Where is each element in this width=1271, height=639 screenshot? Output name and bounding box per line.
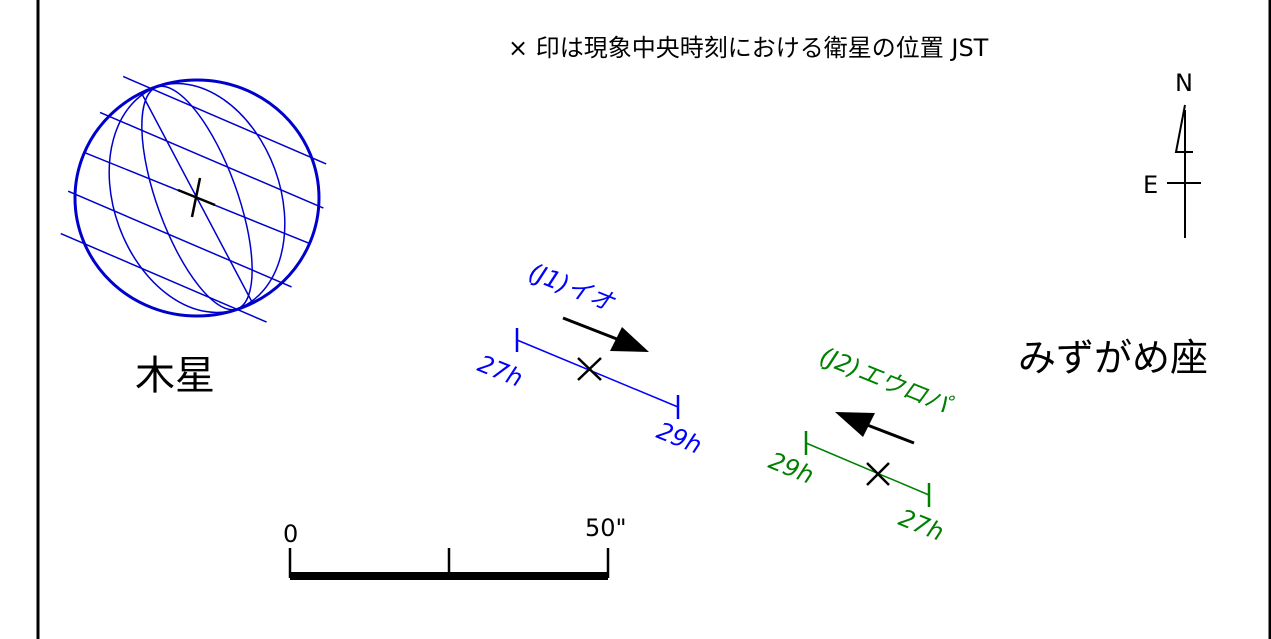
scale-bar-start-label: 0 <box>283 520 298 548</box>
satellite-j1-direction-arrow <box>562 316 649 352</box>
diagram-frame <box>36 0 1271 639</box>
jupiter-globe <box>60 75 327 323</box>
satellite-j2-end-label: 27h <box>895 504 948 547</box>
scale-bar <box>288 548 610 580</box>
planet-label: 木星 <box>135 353 215 399</box>
compass-east-label: E <box>1143 171 1158 199</box>
satellite-j1-name: (J1)イオ <box>525 258 620 318</box>
satellite-j1-position-mark <box>577 357 602 381</box>
satellite-j1-end-label: 29h <box>653 417 706 460</box>
satellite-j2-start-label: 29h <box>765 447 818 490</box>
north-arrow-icon <box>1174 104 1193 153</box>
satellite-j1-start-label: 27h <box>474 350 527 393</box>
satellite-j2-name: (J2)エウロパ <box>816 342 957 421</box>
compass <box>1167 104 1201 238</box>
constellation-label: みずがめ座 <box>1018 336 1208 380</box>
satellite-j2-path <box>804 431 931 507</box>
compass-north-label: N <box>1175 69 1193 97</box>
jupiter-center-mark <box>177 177 216 218</box>
satellite-j2-direction-arrow <box>835 412 915 445</box>
scale-bar-end-label: 50" <box>585 514 627 542</box>
satellite-j1-path <box>515 328 680 419</box>
satellite-j2-position-mark <box>866 462 890 486</box>
header-note: × 印は現象中央時刻における衛星の位置 JST <box>508 34 989 62</box>
